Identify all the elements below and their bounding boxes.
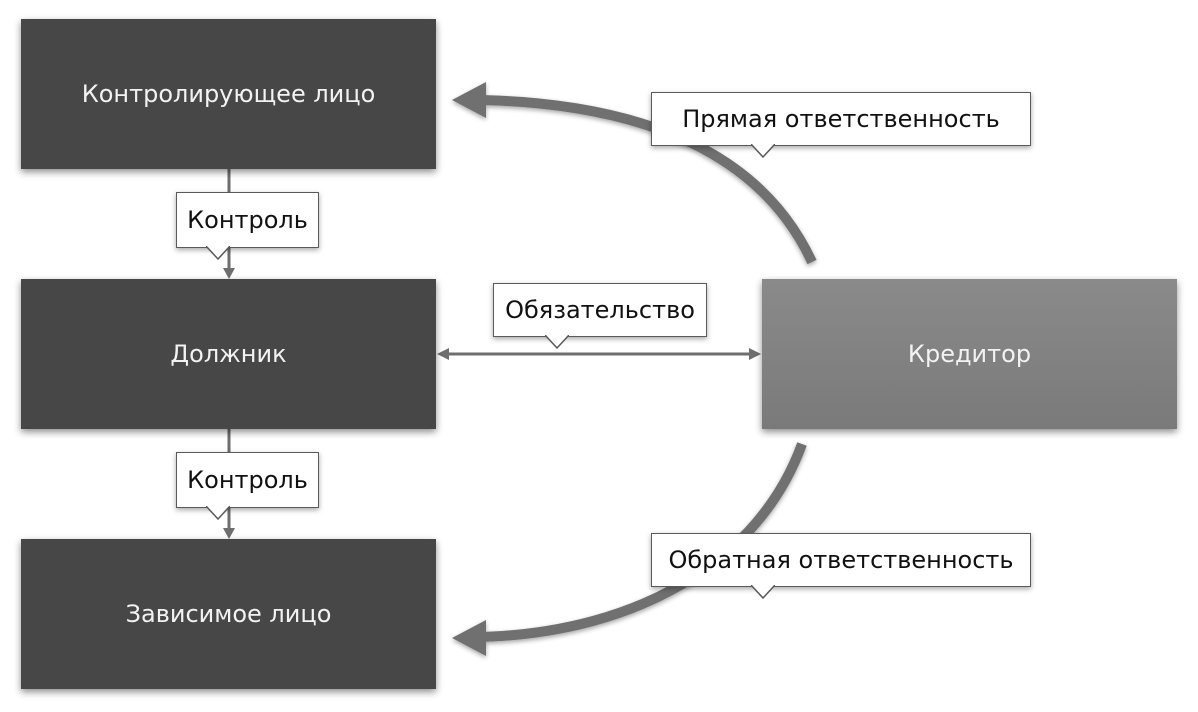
reverse-liability-label: Обратная ответственность xyxy=(668,546,1014,574)
debtor-label: Должник xyxy=(170,340,287,368)
control-arrowhead-bottom xyxy=(223,528,235,539)
reverse-liability-arrowhead xyxy=(452,620,486,656)
callout-tail xyxy=(545,335,569,349)
direct-liability-arrowhead xyxy=(452,82,486,118)
control-top-callout: Контроль xyxy=(176,192,319,260)
reverse-liability-callout: Обратная ответственность xyxy=(651,533,1031,599)
dependent-person-box: Зависимое лицо xyxy=(21,539,436,689)
obligation-callout: Обязательство xyxy=(493,283,707,349)
obligation-label: Обязательство xyxy=(505,296,695,324)
callout-tail xyxy=(206,246,230,260)
callout-tail xyxy=(751,144,775,158)
debtor-box: Должник xyxy=(21,279,436,429)
control-bottom-label: Контроль xyxy=(187,466,308,494)
control-bottom-callout: Контроль xyxy=(176,452,319,520)
obligation-arrowhead-right xyxy=(749,348,761,360)
dependent-person-label: Зависимое лицо xyxy=(125,600,332,628)
creditor-box: Кредитор xyxy=(762,279,1177,429)
control-top-label: Контроль xyxy=(187,206,308,234)
creditor-label: Кредитор xyxy=(907,340,1032,368)
control-arrowhead-top xyxy=(223,268,235,279)
obligation-arrowhead-left xyxy=(437,348,449,360)
direct-liability-callout: Прямая ответственность xyxy=(651,92,1031,158)
controlling-person-label: Контролирующее лицо xyxy=(81,80,376,108)
callout-tail xyxy=(751,585,775,599)
direct-liability-label: Прямая ответственность xyxy=(682,105,1000,133)
callout-tail xyxy=(206,506,230,520)
controlling-person-box: Контролирующее лицо xyxy=(21,19,436,169)
